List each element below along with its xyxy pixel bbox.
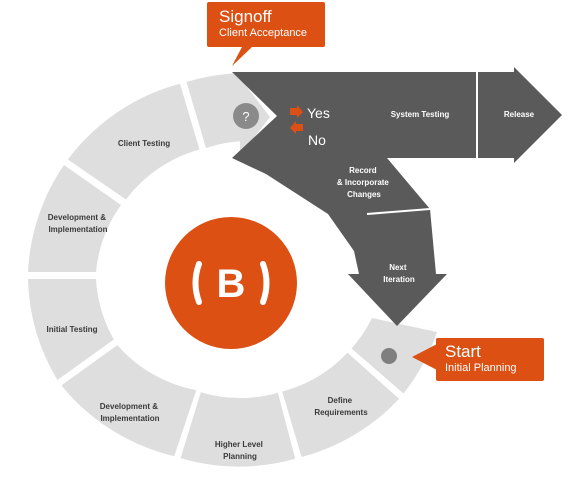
segment-client-testing — [67, 83, 200, 200]
start-dot — [381, 348, 397, 364]
start-callout: Start Initial Planning — [436, 338, 544, 381]
signoff-subtitle: Client Acceptance — [219, 27, 308, 39]
system-testing-label: System Testing — [391, 110, 450, 119]
signoff-pointer-arrow — [232, 47, 252, 66]
decision-circle — [233, 103, 259, 129]
initial-testing-label: Initial Testing — [47, 325, 98, 334]
segment-development-implementation-upper — [28, 165, 121, 272]
logo-right-bracket — [260, 261, 270, 305]
segment-define-requirements — [282, 352, 400, 457]
start-title: Start — [445, 342, 481, 361]
no-arrow-icon — [290, 121, 303, 134]
record-changes-label: Record & Incorporate Changes — [337, 166, 391, 199]
signoff-title: Signoff — [219, 7, 272, 26]
segment-initial-testing — [28, 279, 114, 380]
main-flow-arrow — [232, 67, 562, 326]
dev-impl-upper-label: Development & Implementation — [48, 213, 108, 234]
decision-symbol: ? — [242, 109, 249, 124]
start-pointer-arrow — [412, 344, 437, 370]
logo-letter: B — [217, 262, 246, 306]
logo-left-bracket — [192, 261, 202, 305]
yes-arrow-icon — [290, 105, 303, 118]
arrow-divider-2 — [366, 208, 431, 215]
dev-impl-lower-label: Development & Implementation — [100, 402, 160, 423]
client-testing-label: Client Testing — [118, 139, 170, 148]
signoff-callout: Signoff Client Acceptance — [207, 2, 325, 47]
segment-higher-level-planning — [180, 392, 296, 467]
release-label: Release — [504, 110, 535, 119]
yes-label: Yes — [307, 105, 330, 121]
center-logo-circle — [165, 217, 297, 349]
higher-level-planning-label: Higher Level Planning — [215, 440, 265, 461]
segment-signoff-approach — [186, 73, 244, 148]
no-label: No — [308, 132, 326, 148]
segment-development-implementation-lower — [61, 345, 197, 457]
next-iteration-label: Next Iteration — [383, 263, 415, 284]
define-requirements-label: Define Requirements — [314, 396, 368, 417]
start-subtitle: Initial Planning — [445, 362, 517, 374]
